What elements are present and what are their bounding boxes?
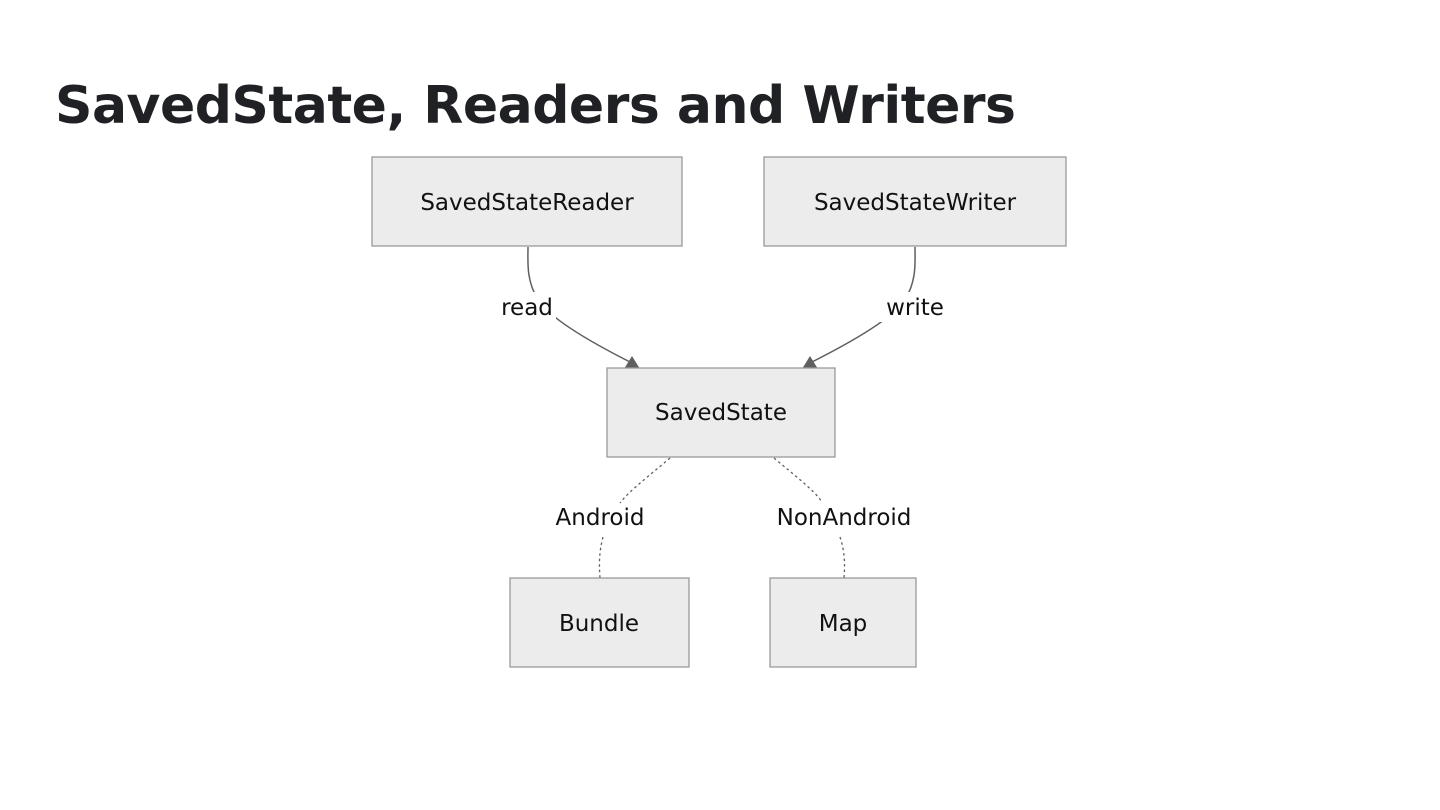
edge-nonandroid: NonAndroid bbox=[773, 457, 912, 579]
node-savedstatereader-label: SavedStateReader bbox=[420, 190, 634, 216]
node-savedstatewriter: SavedStateWriter bbox=[763, 156, 1067, 247]
edge-label-read: read bbox=[501, 295, 553, 321]
edge-android-line-lower bbox=[598, 536, 604, 579]
edge-label-write: write bbox=[886, 295, 944, 321]
slide-title: SavedState, Readers and Writers bbox=[55, 76, 1016, 136]
node-map: Map bbox=[769, 577, 917, 668]
node-savedstate: SavedState bbox=[606, 367, 836, 458]
edge-nonandroid-line-lower bbox=[839, 536, 846, 579]
node-bundle-label: Bundle bbox=[559, 611, 639, 637]
edge-android-line bbox=[619, 457, 671, 504]
node-savedstatereader: SavedStateReader bbox=[371, 156, 683, 247]
edge-write-arrowhead bbox=[802, 356, 818, 369]
node-savedstatereader-box bbox=[371, 156, 683, 247]
edge-write: write bbox=[802, 246, 950, 369]
node-savedstatewriter-box bbox=[763, 156, 1067, 247]
edge-read: read bbox=[498, 246, 640, 369]
node-bundle: Bundle bbox=[509, 577, 690, 668]
node-bundle-box bbox=[509, 577, 690, 668]
node-map-box bbox=[769, 577, 917, 668]
edge-write-label-bg bbox=[880, 292, 950, 322]
edge-read-arrowhead bbox=[624, 356, 640, 369]
edge-nonandroid-line bbox=[773, 457, 823, 503]
edge-label-android: Android bbox=[556, 505, 645, 531]
node-savedstate-box bbox=[606, 367, 836, 458]
edge-read-label-bg bbox=[498, 292, 556, 322]
node-savedstate-label: SavedState bbox=[655, 400, 787, 426]
edge-android: Android bbox=[556, 457, 671, 579]
node-savedstatewriter-label: SavedStateWriter bbox=[814, 190, 1017, 216]
edge-label-nonandroid: NonAndroid bbox=[777, 505, 912, 531]
node-map-label: Map bbox=[819, 611, 868, 637]
